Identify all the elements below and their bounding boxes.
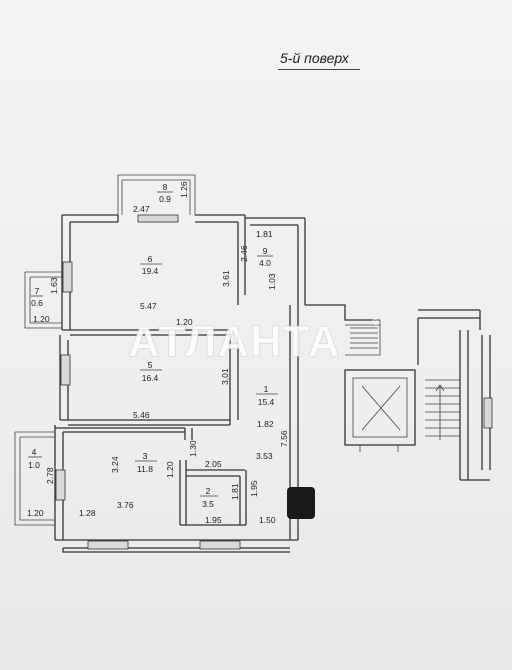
stair-treads: [350, 327, 378, 349]
dim-label: 1.28: [79, 508, 96, 518]
room-6-area: 19.4: [142, 266, 159, 276]
dim-label: 1.63: [49, 277, 59, 294]
windows: [55, 214, 241, 550]
dim-label: 5.47: [140, 301, 157, 311]
room-9-number: 9: [263, 246, 268, 256]
dim-label: 2.05: [205, 459, 222, 469]
dim-label: 3.01: [220, 368, 230, 385]
dim-label: 3.24: [110, 456, 120, 473]
dim-label: 2.47: [133, 204, 150, 214]
dim-label: 1.20: [176, 317, 193, 327]
dim-label: 1.95: [249, 480, 259, 497]
dim-label: 1.82: [257, 419, 274, 429]
dim-label: 1.81: [230, 483, 240, 500]
title-underline: [278, 69, 360, 70]
dim-label: 3.53: [256, 451, 273, 461]
watermark-text: АТЛАНТА: [128, 317, 341, 366]
room-5-number: 5: [148, 360, 153, 370]
dim-label: 3.76: [117, 500, 134, 510]
dim-label: 7.56: [279, 430, 289, 447]
dim-label: 5.46: [133, 410, 150, 420]
balcony-4: [14, 431, 55, 526]
floor-title: 5-й поверх: [280, 50, 349, 66]
room-2-number: 2: [206, 486, 211, 496]
room-4-area: 1.0: [28, 460, 40, 470]
stair-lift-block: [305, 304, 493, 481]
room-7-area: 0.6: [31, 298, 43, 308]
room-6-number: 6: [148, 254, 153, 264]
room-8-area: 0.9: [159, 194, 171, 204]
room-1-area: 15.4: [258, 397, 275, 407]
room-2-area: 3.5: [202, 499, 214, 509]
room-7-number: 7: [35, 286, 40, 296]
dim-label: 1.20: [27, 508, 44, 518]
dim-label: 1.03: [267, 273, 277, 290]
room-4-number: 4: [32, 447, 37, 457]
dim-label: 2.46: [239, 245, 249, 262]
dim-label: 1.95: [205, 515, 222, 525]
room-3-area: 11.8: [137, 464, 153, 474]
balcony-7: [24, 271, 62, 329]
dim-label: 1.30: [188, 440, 198, 457]
balcony-8: [117, 174, 196, 215]
column-marker: [287, 487, 315, 519]
dim-label: 1.26: [179, 181, 189, 198]
watermark: АТЛАНТА ®: [128, 317, 380, 367]
room-5-area: 16.4: [142, 373, 159, 383]
dim-label: 1.20: [165, 461, 175, 478]
exterior-walls: [54, 214, 306, 553]
dim-label: 1.50: [259, 515, 276, 525]
dimension-labels: 2.47 1.26 1.81 2.46 1.03 3.61 5.47 1.63 …: [27, 181, 289, 525]
room-3-number: 3: [143, 451, 148, 461]
room-8-number: 8: [163, 182, 168, 192]
watermark-registered-mark: ®: [372, 317, 380, 328]
room-9-area: 4.0: [259, 258, 271, 268]
room-labels: 6 19.4 8 0.9 9 4.0 7 0.6 5 16.4 1 15.4 3…: [28, 182, 278, 509]
dim-label: 3.61: [221, 270, 231, 287]
dim-label: 1.81: [256, 229, 273, 239]
dim-label: 2.78: [45, 467, 55, 484]
room-1-number: 1: [264, 384, 269, 394]
dim-label: 1.20: [33, 314, 50, 324]
